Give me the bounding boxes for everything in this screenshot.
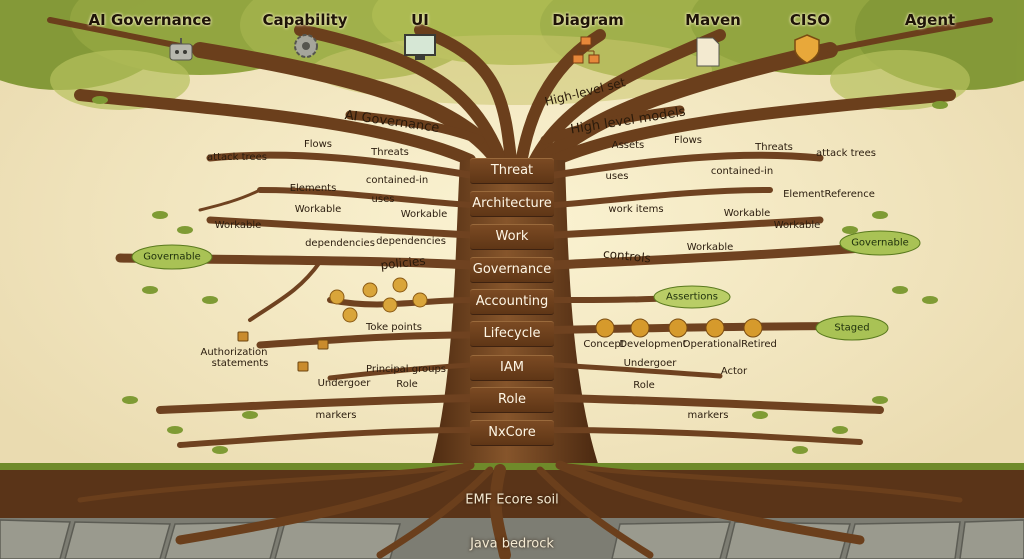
right-label-contained-in: contained-in bbox=[710, 166, 774, 177]
right-label-uses: uses bbox=[605, 171, 629, 182]
trunk-ring-lifecycle: Lifecycle bbox=[470, 321, 554, 347]
roots bbox=[77, 460, 963, 559]
right-label-work-items: work items bbox=[608, 204, 664, 215]
upper-branches bbox=[47, 17, 993, 178]
grass-line bbox=[0, 463, 1024, 471]
trunk-ring-threat: Threat bbox=[470, 158, 554, 184]
canopy-icon-set bbox=[169, 34, 820, 67]
document-icon bbox=[696, 37, 720, 67]
coin-icons bbox=[329, 277, 428, 323]
canopy-label-agent: Agent bbox=[904, 11, 956, 29]
soil-label: EMF Ecore soil bbox=[465, 492, 559, 508]
left-label-workable-c: Workable bbox=[214, 220, 262, 231]
left-label-dependencies-a: dependencies bbox=[305, 238, 375, 249]
right-label-actor: Actor bbox=[720, 366, 748, 377]
right-label-flows: Flows bbox=[673, 135, 703, 146]
bedrock-label: Java bedrock bbox=[470, 536, 554, 552]
leaf-clusters bbox=[92, 96, 948, 454]
canopy-label-ai-governance: AI Governance bbox=[88, 11, 212, 29]
trunk-ring-iam: IAM bbox=[470, 355, 554, 381]
trunk-ring-role: Role bbox=[470, 387, 554, 413]
canopy-label-ui: UI bbox=[411, 11, 429, 29]
left-label-elements: Elements bbox=[289, 183, 337, 194]
left-label-uses: uses bbox=[371, 194, 395, 205]
trunk-ring-work: Work bbox=[470, 224, 554, 250]
trunk-ring-accounting: Accounting bbox=[470, 289, 554, 315]
right-label-workable-c: Workable bbox=[686, 242, 734, 253]
left-label-workable-a: Workable bbox=[294, 204, 342, 215]
canopy-label-ciso: CISO bbox=[789, 11, 831, 29]
gear-icon bbox=[294, 34, 318, 58]
left-label-principal-groups: Principal groups bbox=[365, 364, 447, 375]
left-label-role: Role bbox=[396, 379, 418, 390]
right-leaf-assertions: Assertions bbox=[666, 291, 718, 303]
lifecycle-icons bbox=[595, 318, 763, 338]
right-label-workable-b: Workable bbox=[773, 220, 821, 231]
right-label-role: Role bbox=[633, 380, 655, 391]
padlock-icons bbox=[237, 331, 329, 372]
right-label-retired: Retired bbox=[741, 339, 777, 350]
right-branches bbox=[550, 151, 905, 445]
trunk-ring-architecture: Architecture bbox=[470, 191, 554, 217]
left-label-flows: Flows bbox=[303, 139, 333, 150]
robot-icon bbox=[169, 38, 193, 61]
canopy-label-diagram: Diagram bbox=[552, 11, 624, 29]
shield-icon bbox=[794, 34, 820, 64]
left-label-workable-b: Workable bbox=[400, 209, 448, 220]
left-label-authorization: Authorization bbox=[200, 347, 268, 358]
right-label-markers: markers bbox=[687, 410, 729, 421]
left-label-attack-trees: attack trees bbox=[207, 152, 267, 163]
right-label-assets: Assets bbox=[611, 140, 645, 151]
right-label-operational: Operational bbox=[682, 339, 742, 350]
right-leaf-governable: Governable bbox=[851, 237, 909, 249]
left-label-toke-points: Toke points bbox=[365, 322, 423, 333]
right-label-workable-a: Workable bbox=[723, 208, 771, 219]
left-label-dependencies-b: dependencies bbox=[376, 236, 446, 247]
right-label-concept: Concept bbox=[583, 339, 625, 350]
left-label-undergoer: Undergoer bbox=[317, 378, 371, 389]
left-label-threats: Threats bbox=[371, 147, 409, 158]
bedrock-stones bbox=[0, 519, 1024, 559]
right-label-threats: Threats bbox=[755, 142, 793, 153]
right-label-attack-trees: attack trees bbox=[816, 148, 876, 159]
left-leaf-governable: Governable bbox=[143, 251, 201, 263]
right-leaf-staged: Staged bbox=[834, 322, 870, 334]
left-label-contained-in: contained-in bbox=[365, 175, 429, 186]
canopy-label-capability: Capability bbox=[262, 11, 348, 29]
right-label-undergoer: Undergoer bbox=[623, 358, 677, 369]
trunk-ring-governance: Governance bbox=[470, 257, 554, 283]
left-label-statements: statements bbox=[211, 358, 269, 369]
flowchart-icon bbox=[572, 36, 600, 64]
canopy-label-maven: Maven bbox=[685, 11, 741, 29]
right-label-development: Development bbox=[619, 339, 687, 350]
right-label-element-reference: ElementReference bbox=[783, 189, 875, 200]
leaf-badges bbox=[131, 230, 921, 341]
left-label-markers: markers bbox=[315, 410, 357, 421]
monitor-icon bbox=[404, 34, 436, 60]
trunk-ring-nxcore: NxCore bbox=[470, 420, 554, 446]
soil-layer bbox=[0, 470, 1024, 520]
